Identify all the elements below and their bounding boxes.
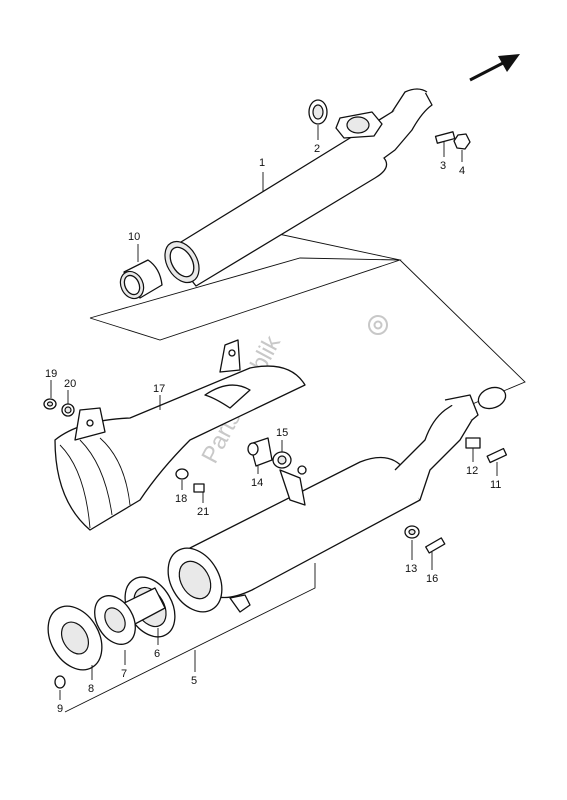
callout-4: 4 (459, 165, 465, 177)
exhaust-clamp (477, 386, 507, 410)
washer (175, 468, 189, 480)
callout-17: 17 (153, 383, 165, 395)
front-arrow-icon (469, 54, 520, 82)
callout-9: 9 (57, 703, 63, 715)
pipe-connector (119, 259, 163, 300)
callout-16: 16 (426, 573, 438, 585)
upper-group-outline (89, 229, 402, 341)
callout-12: 12 (466, 465, 478, 477)
muffler-nut (465, 437, 481, 449)
upper-group-outline-2 (89, 257, 401, 319)
muffler-heat-shield (54, 339, 306, 531)
callout-11: 11 (490, 479, 501, 491)
center-group-outline (399, 259, 526, 406)
assembly-bracket (64, 563, 316, 713)
callout-21: 21 (197, 506, 209, 518)
callout-19: 19 (45, 368, 57, 380)
callout-3: 3 (440, 160, 446, 172)
muffler-mount-bolt (425, 537, 446, 554)
shield-grommet (43, 398, 57, 410)
callout-10: 10 (128, 231, 140, 243)
stud-bolt (434, 131, 456, 144)
muffler-body (167, 394, 479, 613)
nut (453, 133, 471, 150)
muffler-washer (404, 525, 420, 539)
front-exhaust-pipe (164, 88, 433, 287)
leader-lines (50, 125, 498, 700)
callout-8: 8 (88, 683, 94, 695)
callout-18: 18 (175, 493, 187, 505)
muffler-bolt (486, 447, 508, 464)
watermark-gear-icon (368, 315, 388, 335)
cushion-collar (247, 437, 273, 467)
muffler-end-cap (47, 605, 103, 671)
callouts: 1 2 3 4 5 6 7 8 9 10 11 12 13 14 15 16 1… (45, 143, 501, 715)
callout-2: 2 (314, 143, 320, 155)
end-cap-screw (54, 675, 66, 689)
callout-13: 13 (405, 563, 417, 575)
callout-20: 20 (64, 378, 76, 390)
callout-1: 1 (259, 157, 265, 169)
callout-14: 14 (251, 477, 263, 489)
shield-collar (61, 403, 75, 417)
pipe-gasket (308, 99, 328, 125)
cushion-grommet (272, 451, 292, 469)
callout-15: 15 (276, 427, 288, 439)
shield-bolt (193, 483, 205, 493)
callout-6: 6 (154, 648, 160, 660)
tail-pipe (94, 587, 166, 645)
callout-5: 5 (191, 675, 197, 687)
callout-7: 7 (121, 668, 127, 680)
